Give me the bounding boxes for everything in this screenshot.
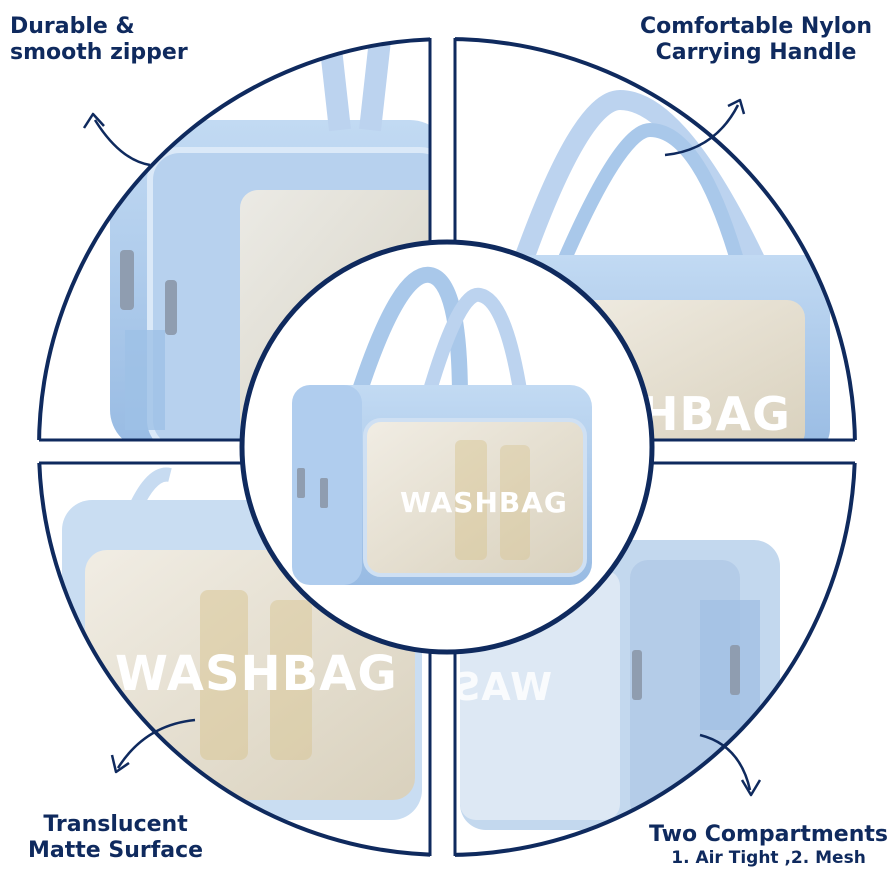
caption-line: Matte Surface [28,838,204,864]
arrow-bottom-right [699,733,762,797]
caption-line: smooth zipper [10,40,188,66]
caption-line: Two Compartments [649,822,888,847]
caption-line: Durable & [10,14,135,39]
center-washbag-product: WASHBAG [292,266,592,585]
washbag-label-mirrored: WAS [452,665,552,709]
arrow-top-left [82,112,151,167]
washbag-label-large: WASHBAG [115,646,398,702]
feature-caption-handle: Comfortable Nylon Carrying Handle [640,14,872,67]
caption-line: Translucent [43,812,188,837]
feature-caption-matte: Translucent Matte Surface [28,812,203,865]
feature-caption-zipper: Durable & smooth zipper [10,14,188,67]
arrow-bottom-left [110,718,196,774]
arrow-top-right [664,98,746,157]
caption-line: Carrying Handle [655,40,857,66]
feature-caption-compartments: Two Compartments 1. Air Tight ,2. Mesh [649,822,888,869]
caption-line: Comfortable Nylon [639,14,872,39]
washbag-label-partial: HBAG [640,387,791,441]
washbag-label-center: WASHBAG [400,486,568,519]
caption-subline: 1. Air Tight ,2. Mesh [671,848,866,869]
